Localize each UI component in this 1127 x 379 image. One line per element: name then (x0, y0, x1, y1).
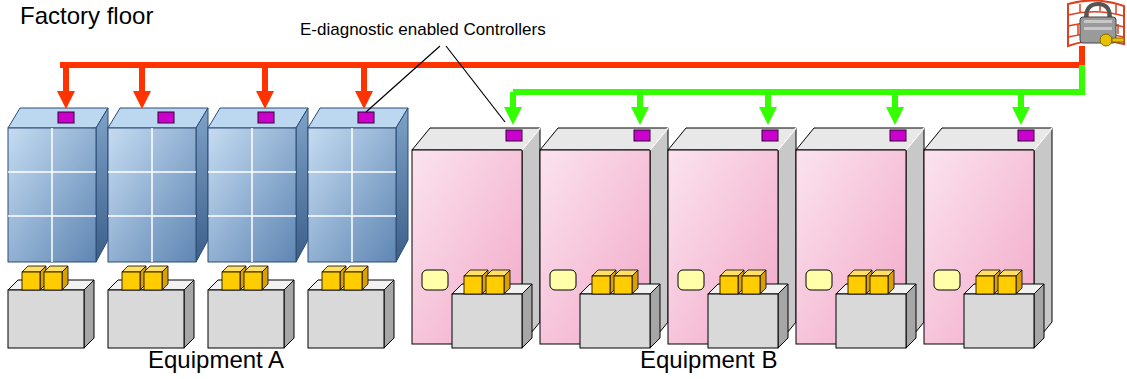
equipment-b-cabinets (412, 128, 1052, 348)
equipment-a-cabinets (8, 108, 408, 348)
network-lines (60, 46, 1082, 116)
leader-lines (366, 46, 505, 122)
firewall-icon (1068, 0, 1124, 46)
group-label: Equipment B (640, 346, 777, 374)
area-label: Factory floor (20, 2, 153, 30)
callout-label: E-diagnostic enabled Controllers (300, 20, 546, 40)
group-label: Equipment A (148, 346, 284, 374)
